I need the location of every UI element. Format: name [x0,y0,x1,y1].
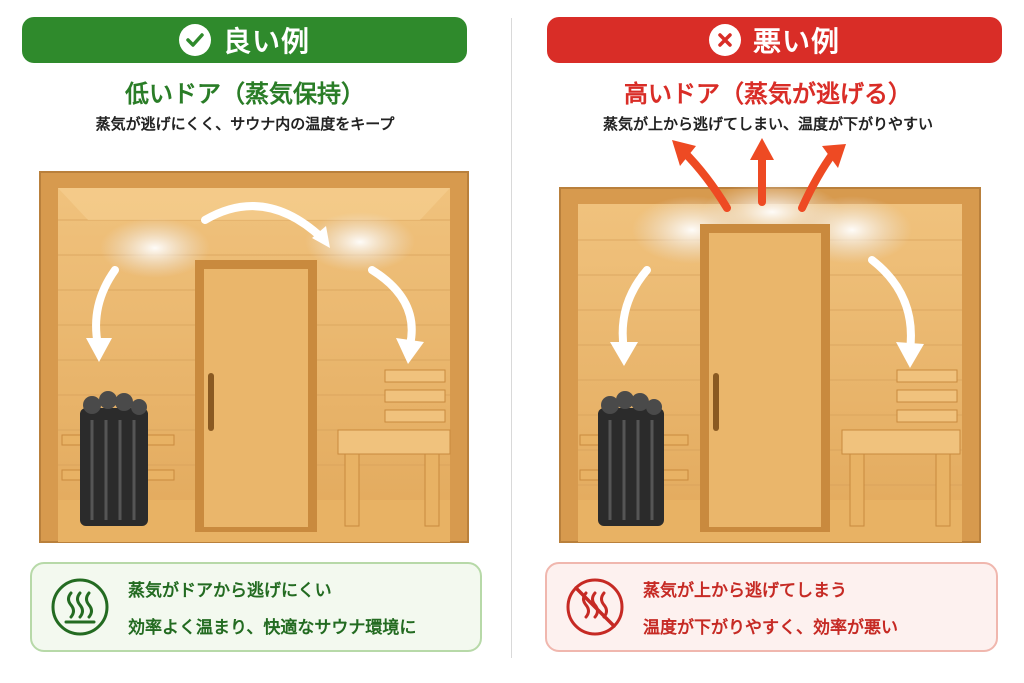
good-example-title: 良い例 [222,25,310,58]
x-circle-icon [708,24,741,56]
bad-example-callout: 蒸気が上から逃げてしまう 温度が下がりやすく、効率が悪い [545,562,998,652]
panel-divider [511,18,512,658]
bad-callout-line-2: 温度が下がりやすく、効率が悪い [643,618,898,638]
bad-example-panel: 悪い例 高いドア（蒸気が逃げる） 蒸気が上から逃げてしまい、温度が下がりやすい [512,0,1024,683]
good-example-description: 蒸気が逃げにくく、サウナ内の温度をキープ [95,115,395,133]
sauna-high-door-illustration [559,138,981,543]
good-callout-line-1: 蒸気がドアから逃げにくい [128,581,332,601]
good-example-banner: 良い例 [22,17,467,63]
bad-example-title: 悪い例 [752,25,840,58]
check-circle-icon [178,24,211,56]
bad-callout-line-1: 蒸気が上から逃げてしまう [643,581,847,601]
no-steam-icon [566,578,624,636]
steam-icon [51,578,109,636]
good-callout-line-2: 効率よく温まり、快適なサウナ環境に [128,618,417,638]
good-example-panel: 良い例 低いドア（蒸気保持） 蒸気が逃げにくく、サウナ内の温度をキープ [22,17,482,652]
good-example-subtitle: 低いドア（蒸気保持） [125,80,365,108]
bad-example-description: 蒸気が上から逃げてしまい、温度が下がりやすい [602,115,933,133]
good-example-callout: 蒸気がドアから逃げにくい 効率よく温まり、快適なサウナ環境に [30,562,482,652]
bad-example-subtitle: 高いドア（蒸気が逃げる） [624,80,912,108]
sauna-low-door-illustration [39,171,469,543]
bad-example-banner: 悪い例 [547,17,1002,63]
